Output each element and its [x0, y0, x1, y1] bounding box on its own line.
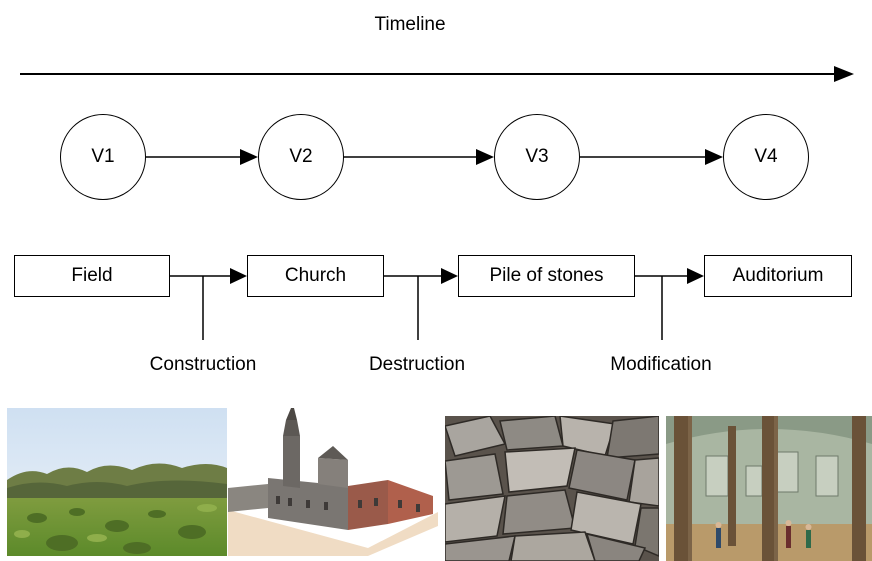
- state-arrow: [384, 268, 458, 284]
- timeline-label: Timeline: [374, 14, 446, 35]
- photo-church-model: [228, 408, 438, 556]
- timeline-arrow: [20, 66, 854, 82]
- version-arrow: [580, 149, 723, 165]
- version-label: V3: [525, 146, 549, 167]
- version-node-v1: V1: [60, 114, 146, 200]
- version-node-v3: V3: [494, 114, 580, 200]
- state-label: Pile of stones: [489, 265, 604, 286]
- photo-pile-of-stones: [445, 416, 659, 561]
- state-box-church: Church: [247, 255, 384, 297]
- version-label: V4: [754, 146, 778, 167]
- version-arrow: [344, 149, 494, 165]
- state-arrow: [635, 268, 704, 284]
- photo-field: [7, 408, 227, 556]
- event-label-construction: Construction: [149, 354, 257, 375]
- event-label-modification: Modification: [610, 354, 712, 375]
- state-box-auditorium: Auditorium: [704, 255, 852, 297]
- state-box-pile-of-stones: Pile of stones: [458, 255, 635, 297]
- state-label: Field: [71, 265, 113, 286]
- photo-auditorium: [666, 416, 872, 561]
- version-label: V1: [91, 146, 115, 167]
- version-node-v4: V4: [723, 114, 809, 200]
- state-label: Church: [284, 265, 347, 286]
- state-box-field: Field: [14, 255, 170, 297]
- state-arrow: [170, 268, 247, 284]
- event-label-destruction: Destruction: [368, 354, 466, 375]
- version-label: V2: [289, 146, 313, 167]
- state-label: Auditorium: [732, 265, 824, 286]
- version-arrow: [146, 149, 258, 165]
- version-node-v2: V2: [258, 114, 344, 200]
